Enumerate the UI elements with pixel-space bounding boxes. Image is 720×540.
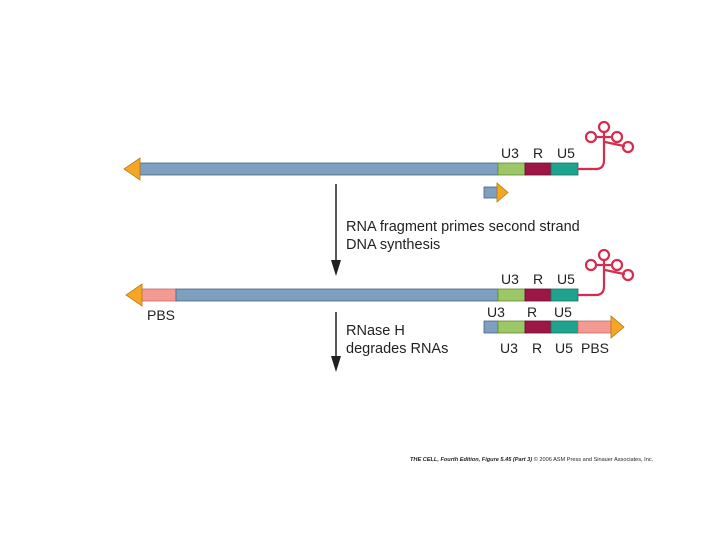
plus-u5-lower-label: U5 [555, 340, 573, 356]
plus-u5-segment [550, 320, 579, 334]
step2-caption-line2: degrades RNAs [346, 341, 448, 357]
top-minus-strand [139, 162, 499, 176]
top-r-label: R [533, 145, 543, 161]
step1-down-arrow [331, 184, 341, 276]
step1-caption-line1: RNA fragment primes second strand [346, 219, 580, 235]
top-trna-line [578, 146, 606, 171]
mid-trna-cloverleaf-icon [584, 248, 635, 282]
plus-pbs-segment [577, 320, 612, 334]
mid-pbs-label: PBS [147, 307, 175, 323]
credit-source: THE CELL, Fourth Edition, Figure 5.45 (P… [410, 457, 533, 463]
top-row: U3 R U5 [123, 120, 635, 203]
top-u5-segment [550, 162, 579, 176]
mid-u5-segment [550, 288, 579, 302]
top-u5-label: U5 [557, 145, 575, 161]
top-rna-primer-fragment [483, 186, 498, 199]
mid-r-segment [524, 288, 552, 302]
plus-strand-blue-stub [483, 320, 499, 334]
mid-pbs-segment [141, 288, 177, 302]
mid-minus-strand [175, 288, 499, 302]
plus-u3-segment [497, 320, 526, 334]
plus-r-lower-label: R [532, 340, 542, 356]
mid-trna-line [578, 272, 606, 297]
top-primer-arrowhead [496, 182, 509, 203]
top-u3-label: U3 [501, 145, 519, 161]
plus-u5-upper-label: U5 [554, 304, 572, 320]
plus-r-upper-label: R [527, 304, 537, 320]
plus-pbs-lower-label: PBS [581, 340, 609, 356]
credit-copyright: © 2006 ASM Press and Sinauer Associates,… [533, 457, 654, 463]
top-trna-cloverleaf-icon [584, 120, 635, 154]
mid-strand-arrowhead [125, 283, 143, 307]
top-strand-arrowhead [123, 157, 141, 181]
plus-r-segment [524, 320, 552, 334]
mid-u3-label: U3 [501, 271, 519, 287]
middle-row: U3 R U5 PBS U3 R U5 U3 R U5 PBS [125, 248, 635, 356]
mid-u3-segment [497, 288, 526, 302]
mid-r-label: R [533, 271, 543, 287]
mid-u5-label: U5 [557, 271, 575, 287]
step2-down-arrow [331, 312, 341, 372]
step1-caption-line2: DNA synthesis [346, 237, 440, 253]
top-r-segment [524, 162, 552, 176]
step2-caption-line1: RNase H [346, 323, 405, 339]
top-u3-segment [497, 162, 526, 176]
figure-credit: THE CELL, Fourth Edition, Figure 5.45 (P… [410, 457, 653, 463]
plus-u3-lower-label: U3 [500, 340, 518, 356]
plus-u3-upper-label: U3 [487, 304, 505, 320]
plus-strand-arrowhead [610, 315, 625, 339]
